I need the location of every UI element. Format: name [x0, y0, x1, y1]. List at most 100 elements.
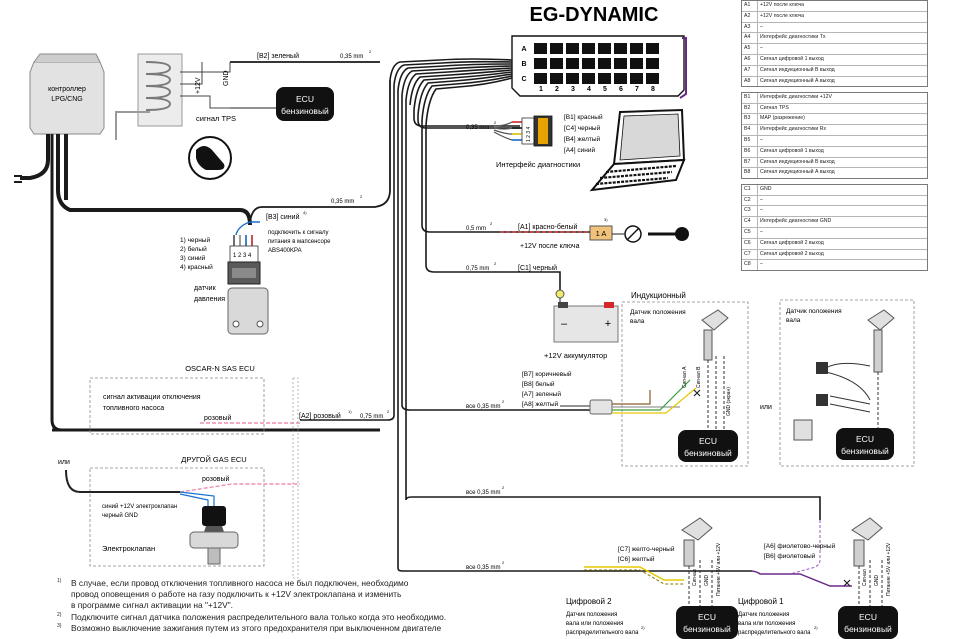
digital2-gauge-label: все 0,35 mm	[466, 565, 500, 571]
connector-col-1: 1	[539, 86, 543, 93]
battery: 0,75 mm 2 [C1] черный – + +12V аккумулят…	[466, 261, 619, 360]
diag-interface: 0,35 mm 2 1 2 3 4 [B1] красный [C4] черн…	[466, 113, 603, 169]
inductive-ili: или	[760, 404, 772, 411]
pin-row: C8–	[742, 260, 927, 271]
controller-label-2: LPG/CNG	[51, 96, 83, 103]
inductive-signal-a: Сигнал А	[682, 366, 688, 388]
pin-id: B3	[742, 114, 758, 125]
pin-desc: Интерфейс диагностики GND	[760, 218, 832, 225]
pin-id: A4	[742, 33, 758, 44]
pin-desc: Интерфейс диагностики Tx	[760, 34, 826, 41]
main-harness	[14, 134, 380, 432]
pin-desc: –	[760, 228, 763, 235]
laptop-icon	[589, 108, 686, 192]
tps-gauge-sup: 2	[369, 49, 372, 54]
pressure-legend-2: 2) белый	[180, 245, 207, 253]
inductive-wire-4: [A8] желтый	[522, 400, 559, 408]
controller-module: контроллер LPG/CNG	[29, 53, 105, 135]
digital2-gauge-sup: 2	[502, 560, 505, 565]
inductive-gauge-label: все 0,35 mm	[466, 404, 500, 410]
digital2-wire-1: [C7] желто-черный	[618, 545, 675, 553]
pin-row: A1+12V после ключа	[742, 1, 927, 12]
controller-label-1: контроллер	[48, 86, 86, 93]
ignition-label: +12V после ключа	[520, 243, 580, 250]
footnote-number: 3)	[57, 622, 62, 629]
digital1-wire-1: [A6] фиолетово-черный	[764, 542, 836, 550]
oscar-title: OSCAR-N SAS ECU	[185, 364, 255, 373]
pressure-sensor: 0,35 mm 2 [B3] синий 4) подключить к сиг…	[180, 194, 363, 335]
pin-id: A7	[742, 65, 758, 76]
digital2-wire-2: [C6] желтый	[618, 555, 655, 563]
digital2-sensor-label-1: Датчик положения	[566, 612, 617, 618]
ignition-gauge-label: 0,5 mm	[466, 226, 486, 232]
pin-desc: –	[760, 23, 763, 30]
cam-bus-gauge-sup: 2	[502, 485, 505, 490]
oscar-text-1: сигнал активации отключения	[103, 394, 201, 401]
footnote-3: 3) Возможно выключение зажигания путем и…	[57, 623, 457, 634]
inductive-sensor2-label-1: Датчик положения	[786, 308, 842, 315]
other-gas-title: ДРУГОЙ GAS ECU	[181, 455, 246, 464]
connector-pin-socket	[598, 43, 611, 54]
pin-id: A6	[742, 54, 758, 65]
pin-id: A5	[742, 44, 758, 54]
battery-minus: –	[561, 318, 568, 330]
pressure-wire-label: [B3] синий	[266, 213, 300, 221]
connector-pin-socket	[614, 58, 627, 69]
ignition-wire-label: [A1] красно-белый	[518, 223, 578, 231]
connector-pin-socket	[550, 58, 563, 69]
inductive-wire-2: [B8] белый	[522, 380, 555, 388]
oscar-wire-label: розовый	[204, 414, 231, 422]
digital1-title: Цифровой 1	[738, 597, 784, 606]
pin-id: A2	[742, 11, 758, 22]
pin-id: C5	[742, 227, 758, 238]
oscar-text-2: топливного насоса	[103, 405, 164, 412]
tps-signal-label: сигнал TPS	[196, 114, 236, 123]
diagram-title: EG-DYNAMIC	[530, 4, 659, 26]
fuse-label: 1 A	[596, 229, 607, 238]
connector-col-3: 3	[571, 86, 575, 93]
connector-pin-socket	[550, 73, 563, 84]
tps-gauge-label: 0,35 mm	[340, 54, 363, 60]
other-gas-text-2: черный GND	[102, 512, 138, 519]
foot-pedal-icon	[188, 136, 232, 180]
digital2-title: Цифровой 2	[566, 597, 612, 606]
connector-pin-socket	[646, 58, 659, 69]
battery-plus: +	[605, 318, 611, 330]
pressure-wire-sup: 4)	[303, 210, 307, 215]
connector-pin-socket	[566, 73, 579, 84]
digital1-section: [A6] фиолетово-черный [B6] фиолетовый Си…	[738, 517, 898, 639]
ecu-tps-label-2: бензиновый	[281, 106, 329, 116]
other-gas-wire: розовый	[202, 475, 229, 483]
digital2-sensor-sup: 2)	[641, 625, 645, 630]
diag-wire-1: [B1] красный	[564, 113, 603, 121]
connector-pin-socket	[534, 43, 547, 54]
connector-row-c: C	[521, 76, 526, 83]
pin-row: C3–	[742, 206, 927, 218]
inductive-wire-3: [A7] зеленый	[522, 390, 561, 398]
inductive-sensor-label-2: вала	[630, 318, 645, 325]
pin-id: C6	[742, 238, 758, 249]
pin-id: B2	[742, 103, 758, 114]
battery-label: +12V аккумулятор	[544, 351, 607, 360]
inductive-gnd-shield: GND (экран)	[726, 387, 732, 416]
ignition-circuit: 0,5 mm 2 [A1] красно-белый +12V после кл…	[466, 217, 689, 250]
ignition-gauge-sup: 2	[490, 221, 493, 226]
oscar-ecu: OSCAR-N SAS ECU сигнал активации отключе…	[89, 364, 390, 579]
pin-desc: +12V после ключа	[760, 12, 805, 19]
oscar-gauge-sup: 2	[387, 409, 390, 414]
inductive-signal-b: Сигнал В	[696, 366, 702, 388]
cam-bus-gauge-label: все 0,35 mm	[466, 490, 500, 496]
digital1-wire-2: [B6] фиолетовый	[764, 552, 816, 560]
pin-row: A2+12V после ключа	[742, 11, 927, 23]
pressure-note-1: подключить к сигналу	[268, 230, 329, 236]
pin-id: B5	[742, 136, 758, 146]
footnote-number: 2)	[57, 611, 62, 618]
pin-desc: Интерфейс диагностики +12V	[760, 93, 832, 100]
pin-desc: MAP (разрежение)	[760, 115, 805, 122]
other-gas-valve: Электроклапан	[102, 544, 155, 553]
pin-id: C2	[742, 195, 758, 206]
